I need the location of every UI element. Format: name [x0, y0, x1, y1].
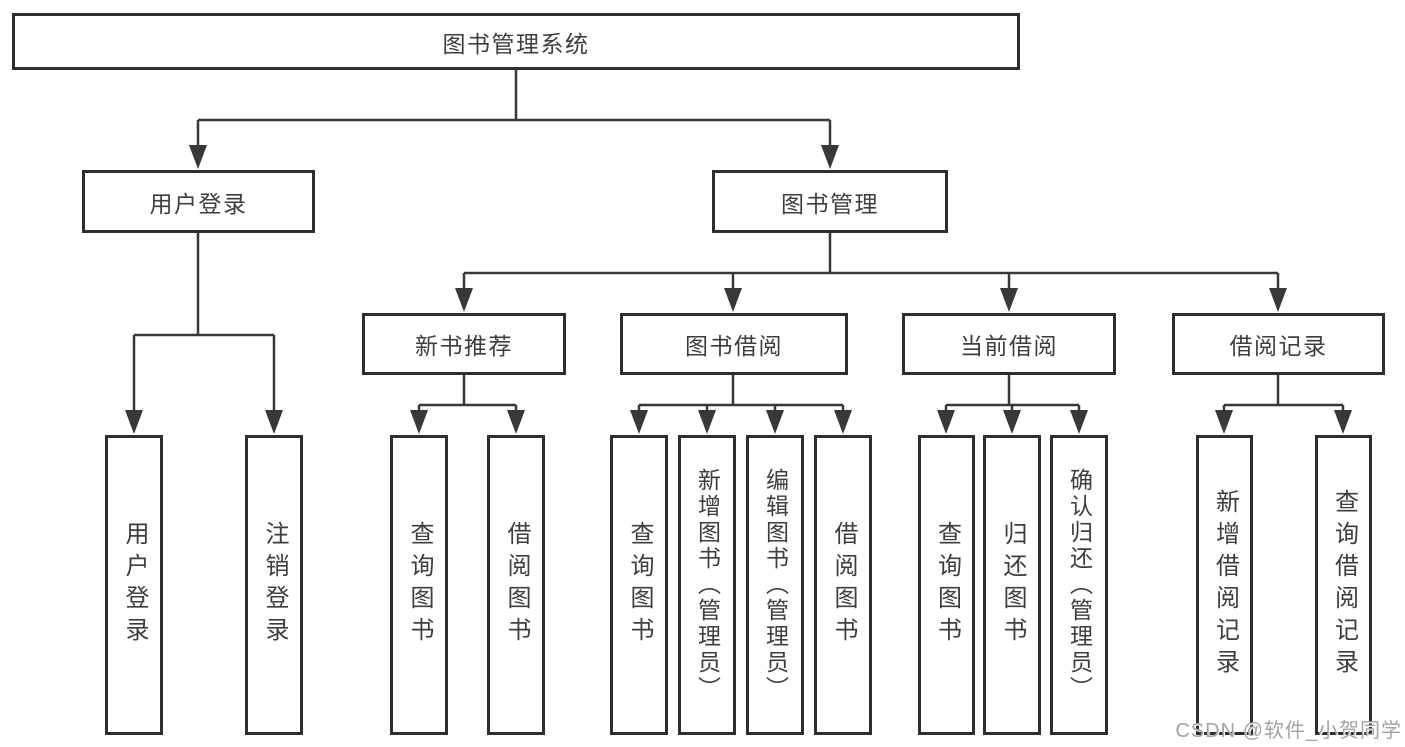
leaf-logout-label: 注销登录	[261, 521, 288, 649]
leaf-borrow-books-borrowing-label: 借阅图书	[830, 521, 857, 649]
node-new-book-recommend: 新书推荐	[362, 313, 566, 375]
leaf-add-books-admin: 新增图书（管理员）	[678, 435, 736, 735]
leaf-user-login-label: 用户登录	[121, 521, 148, 649]
leaf-logout: 注销登录	[245, 435, 303, 735]
leaf-query-borrow-record: 查询借阅记录	[1315, 435, 1372, 735]
node-current-borrowing: 当前借阅	[902, 313, 1116, 375]
leaf-return-books: 归还图书	[983, 435, 1041, 735]
leaf-add-borrow-record-label: 新增借阅记录	[1211, 489, 1239, 681]
leaf-confirm-return-admin-label: 确认归还（管理员）	[1066, 468, 1093, 702]
leaf-borrow-books-borrowing: 借阅图书	[814, 435, 872, 735]
node-user-login: 用户登录	[82, 170, 315, 233]
leaf-query-books-borrowing-label: 查询图书	[626, 521, 653, 649]
node-root: 图书管理系统	[12, 13, 1020, 70]
leaf-query-books-borrowing: 查询图书	[610, 435, 668, 735]
leaf-query-books-current: 查询图书	[918, 435, 975, 735]
leaf-return-books-label: 归还图书	[999, 521, 1026, 649]
node-book-borrowing: 图书借阅	[620, 313, 848, 375]
leaf-add-borrow-record: 新增借阅记录	[1196, 435, 1253, 735]
node-book-management: 图书管理	[712, 170, 948, 233]
leaf-edit-books-admin-label: 编辑图书（管理员）	[762, 468, 789, 702]
leaf-query-books-current-label: 查询图书	[933, 521, 961, 649]
leaf-edit-books-admin: 编辑图书（管理员）	[746, 435, 804, 735]
leaf-query-books-recommend-label: 查询图书	[406, 521, 433, 649]
leaf-borrow-books-recommend: 借阅图书	[487, 435, 545, 735]
leaf-query-books-recommend: 查询图书	[390, 435, 448, 735]
leaf-borrow-books-recommend-label: 借阅图书	[503, 521, 530, 649]
leaf-query-borrow-record-label: 查询借阅记录	[1330, 489, 1358, 681]
leaf-confirm-return-admin: 确认归还（管理员）	[1050, 435, 1108, 735]
node-borrowing-records: 借阅记录	[1172, 313, 1385, 375]
leaf-user-login: 用户登录	[105, 435, 163, 735]
leaf-add-books-admin-label: 新增图书（管理员）	[694, 468, 721, 702]
